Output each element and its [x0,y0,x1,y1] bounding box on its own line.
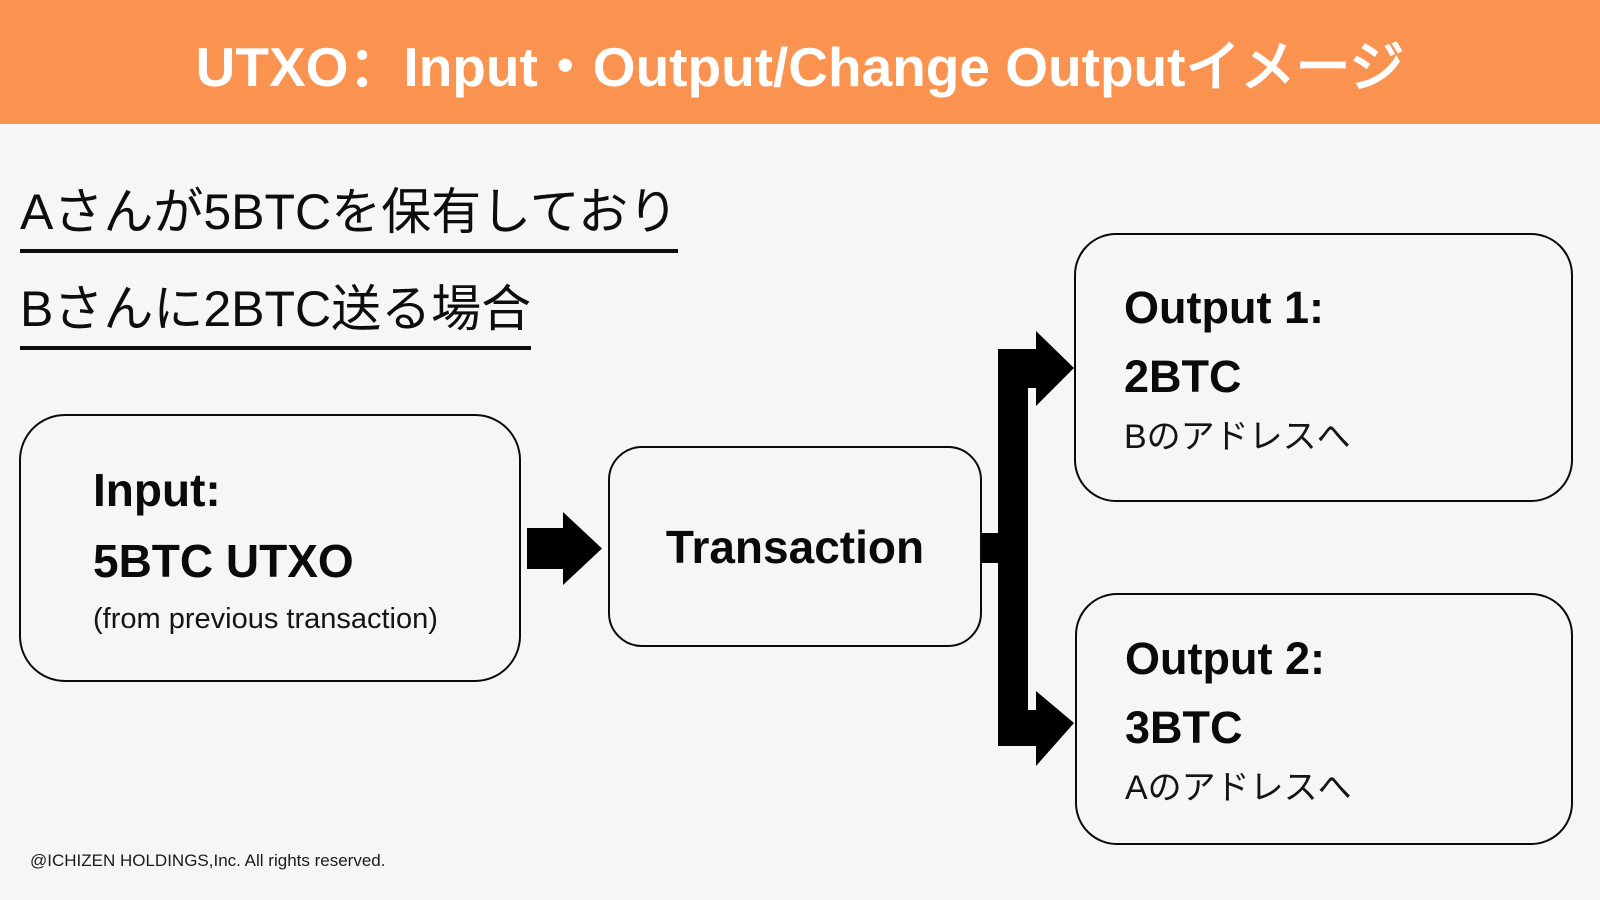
output1-node-address: Bのアドレスへ [1124,417,1351,456]
input-node: Input: 5BTC UTXO (from previous transact… [19,414,521,682]
transaction-node-label: Transaction [665,520,925,573]
output1-node-title: Output 1: [1124,281,1324,333]
output2-node: Output 2: 3BTC Aのアドレスへ [1075,593,1573,845]
transaction-node: Transaction [608,446,982,647]
output1-node: Output 1: 2BTC Bのアドレスへ [1074,233,1573,502]
output2-node-title: Output 2: [1125,633,1325,684]
output1-node-amount: 2BTC [1124,350,1242,402]
scenario-line-2: Bさんに2BTC送る場合 [20,269,532,350]
scenario-line-1: Aさんが5BTCを保有しており [20,172,679,253]
input-node-note: (from previous transaction) [93,603,438,635]
branch-split-arrow-icon [982,331,1074,766]
output2-node-amount: 3BTC [1125,702,1243,753]
copyright-text: @ICHIZEN HOLDINGS,Inc. All rights reserv… [30,851,386,870]
output2-node-address: Aのアドレスへ [1125,769,1352,807]
header-banner: UTXO：Input・Output/Change Outputイメージ [0,0,1600,124]
scenario-description: Aさんが5BTCを保有しており Bさんに2BTC送る場合 [20,172,679,350]
input-node-title: Input: [93,464,221,516]
right-arrow-icon [527,512,602,585]
page-title: UTXO：Input・Output/Change Outputイメージ [195,36,1405,98]
input-node-amount: 5BTC UTXO [93,535,354,587]
